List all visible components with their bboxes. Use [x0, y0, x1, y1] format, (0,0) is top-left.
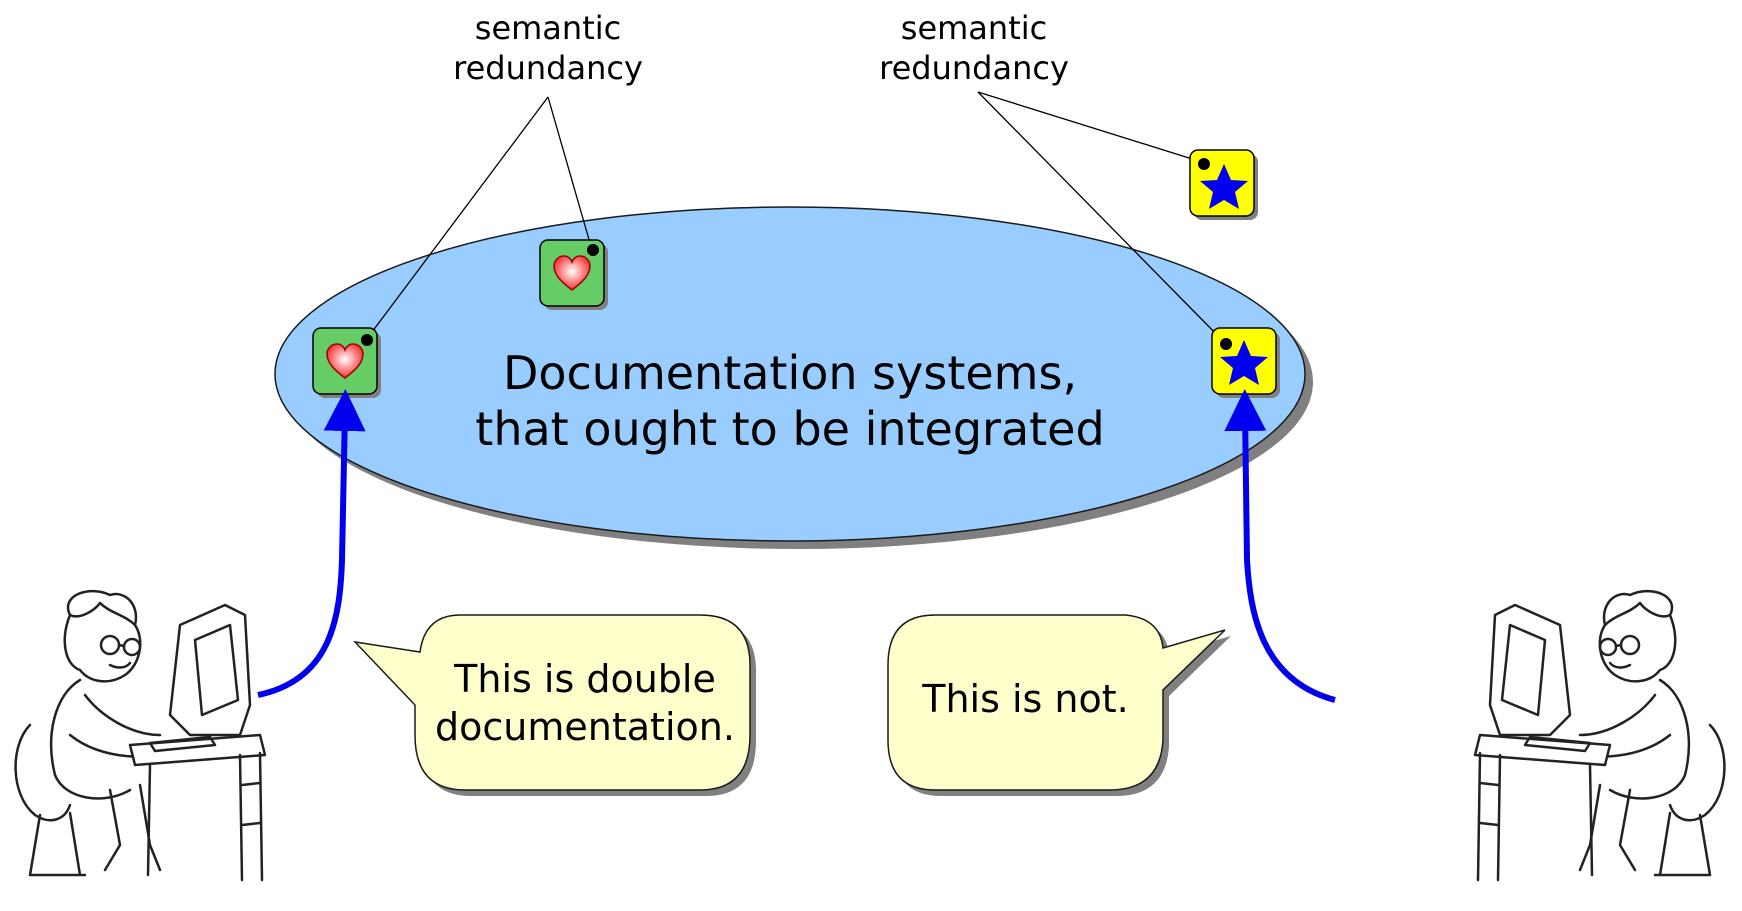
- star-icon: [1200, 164, 1248, 209]
- documentation-ellipse: [274, 206, 1306, 542]
- star-tile-inside: [1211, 327, 1280, 398]
- star-icon: [1220, 340, 1268, 385]
- left-arrow: [257, 389, 366, 698]
- left-annotation-label: semantic redundancy: [448, 8, 648, 88]
- star-tile-outside: [1189, 149, 1258, 220]
- left-speech-bubble: [352, 614, 756, 796]
- right-annotation-label: semantic redundancy: [874, 8, 1074, 88]
- right-bubble-line1: This is not.: [922, 677, 1129, 721]
- left-annotation-line2: redundancy: [453, 49, 643, 87]
- ellipse-line1: Documentation systems,: [502, 346, 1078, 400]
- person-at-computer-icon: [14, 589, 267, 882]
- left-annotation-line1: semantic: [474, 9, 622, 47]
- heart-tile-top: [539, 239, 608, 310]
- right-bubble-text: This is not.: [888, 675, 1163, 723]
- annotation-lines: [365, 91, 1228, 346]
- right-annotation-line2: redundancy: [879, 49, 1069, 87]
- left-bubble-line2: documentation.: [435, 705, 735, 749]
- right-arrow: [1224, 389, 1336, 703]
- left-bubble-text: This is double documentation.: [420, 655, 750, 751]
- heart-tile-inside: [312, 327, 381, 398]
- ellipse-label: Documentation systems, that ought to be …: [440, 345, 1140, 457]
- ellipse-line2: that ought to be integrated: [475, 402, 1105, 456]
- right-annotation-line1: semantic: [900, 9, 1048, 47]
- left-bubble-line1: This is double: [454, 657, 716, 701]
- person-at-computer-icon: [1473, 589, 1726, 882]
- right-speech-bubble: [887, 614, 1231, 796]
